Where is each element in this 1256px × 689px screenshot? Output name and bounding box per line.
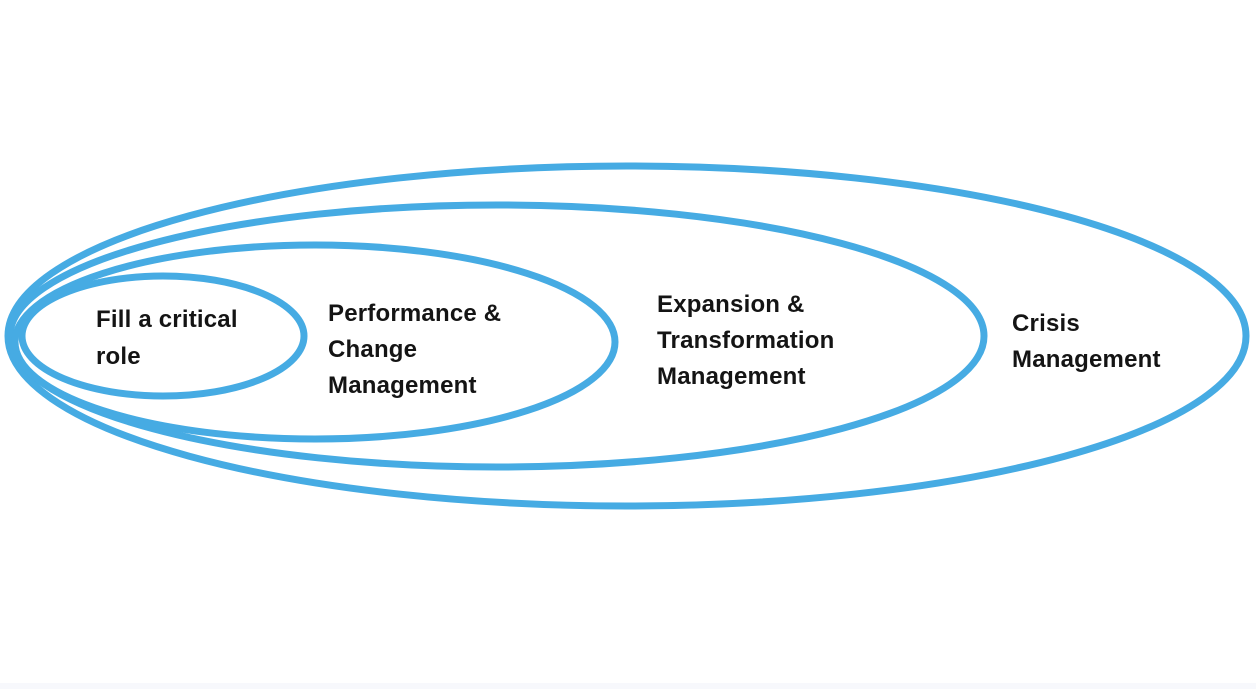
label-line: Management (657, 363, 806, 390)
label-fill-critical-role: Fill a critical role (96, 301, 238, 375)
ring-performance-change (11, 241, 619, 443)
label-line: Management (1012, 346, 1161, 373)
label-expansion-transformation-management: Expansion & Transformation Management (657, 287, 835, 395)
label-line: role (96, 343, 141, 370)
ring-expansion-transformation (6, 201, 988, 471)
label-line: Management (328, 372, 477, 399)
label-performance-change-management: Performance & Change Management (328, 296, 501, 404)
label-line: Performance & (328, 300, 502, 327)
label-line: Crisis (1012, 310, 1080, 337)
label-crisis-management: Crisis Management (1012, 306, 1161, 378)
page-bottom-edge (0, 683, 1256, 689)
ring-fill-critical-role (18, 272, 308, 400)
label-line: Expansion & (657, 291, 805, 318)
label-line: Fill a critical (96, 306, 238, 333)
label-line: Change (328, 336, 418, 363)
label-line: Transformation (657, 327, 835, 354)
